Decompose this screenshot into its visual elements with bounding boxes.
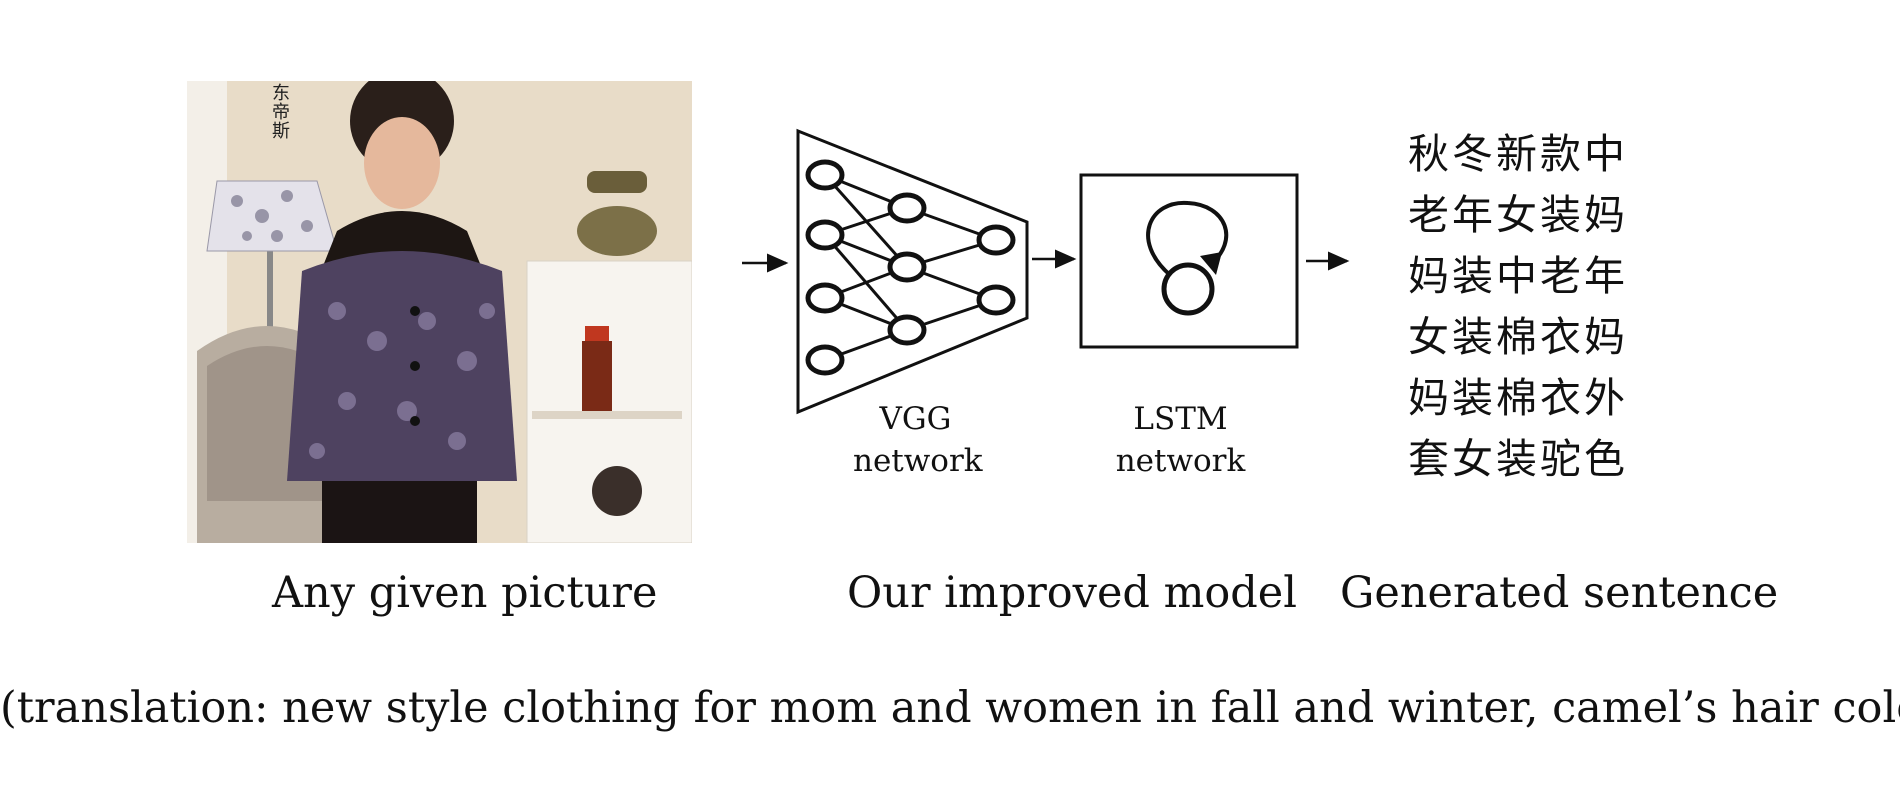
translation-note: (translation: new style clothing for mom…: [0, 683, 1900, 733]
caption-input: Any given picture: [272, 568, 658, 618]
lstm-network-icon: [1079, 173, 1299, 349]
lstm-label-line2: network: [1115, 443, 1246, 479]
photo-sign-1: 东: [272, 83, 290, 104]
sentence-line: 老年女装妈: [1408, 191, 1628, 239]
photo-illustration: 东 帝 斯: [187, 81, 692, 543]
vgg-label: VGG network: [853, 398, 983, 482]
caption-model: Our improved model: [847, 568, 1297, 618]
photo-sign-3: 斯: [272, 121, 290, 142]
lstm-label: LSTM network: [1108, 398, 1253, 482]
vgg-label-line2: network: [853, 443, 983, 479]
sentence-line: 妈装中老年: [1408, 252, 1628, 300]
sentence-line: 妈装棉衣外: [1408, 374, 1628, 422]
sentence-line: 套女装驼色: [1408, 435, 1628, 483]
vgg-label-line1: VGG: [879, 401, 952, 437]
generated-sentence: 秋冬新款中 老年女装妈 妈装中老年 女装棉衣妈 妈装棉衣外 套女装驼色: [1408, 124, 1628, 490]
vgg-network-icon: [796, 128, 1029, 415]
lstm-label-line1: LSTM: [1133, 401, 1228, 437]
photo-sign-2: 帝: [272, 102, 290, 123]
caption-output: Generated sentence: [1340, 568, 1779, 618]
input-photo: 东 帝 斯: [187, 81, 692, 543]
sentence-line: 女装棉衣妈: [1408, 313, 1628, 361]
sentence-line: 秋冬新款中: [1408, 130, 1628, 178]
